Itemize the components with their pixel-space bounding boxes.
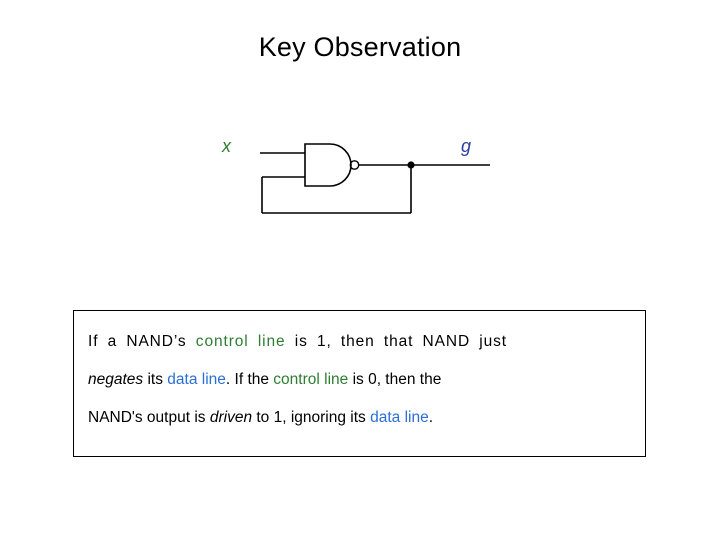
output-label-g: g (461, 136, 472, 156)
observation-textbox: If a NAND’s control line is 1, then that… (73, 310, 646, 457)
page-title: Key Observation (258, 32, 462, 62)
nand-gate-body (304, 143, 352, 187)
note-line2-control-line: control line (273, 371, 349, 388)
note-line3-seg1: NAND's output is (88, 409, 210, 426)
note-line1-seg1: If a NAND’s (88, 333, 196, 350)
note-line-1: If a NAND’s control line is 1, then that… (88, 333, 633, 352)
note-line3-driven: driven (209, 409, 253, 426)
note-line3-data-line: data line (370, 409, 429, 426)
note-line3-seg5: . (428, 409, 434, 426)
note-line1-control-line: control line (195, 333, 286, 350)
note-line2-data-line: data line (167, 371, 226, 388)
note-line3-seg3: to 1, ignoring its (252, 409, 371, 426)
note-line2-seg6: is 0, then the (348, 371, 442, 388)
note-line2-seg2: its (143, 371, 168, 388)
note-line1-seg3: is 1, then that NAND just (285, 333, 507, 350)
nand-circuit-svg (260, 143, 490, 214)
note-line-3: NAND's output is driven to 1, ignoring i… (88, 409, 633, 428)
wire-junction-dot (407, 161, 415, 169)
note-line-2: negates its data line. If the control li… (88, 371, 633, 390)
nand-gate-diagram (200, 120, 530, 240)
note-line2-negates: negates (88, 371, 144, 388)
input-label-x: x (222, 136, 231, 156)
note-line2-seg4: . If the (225, 371, 274, 388)
